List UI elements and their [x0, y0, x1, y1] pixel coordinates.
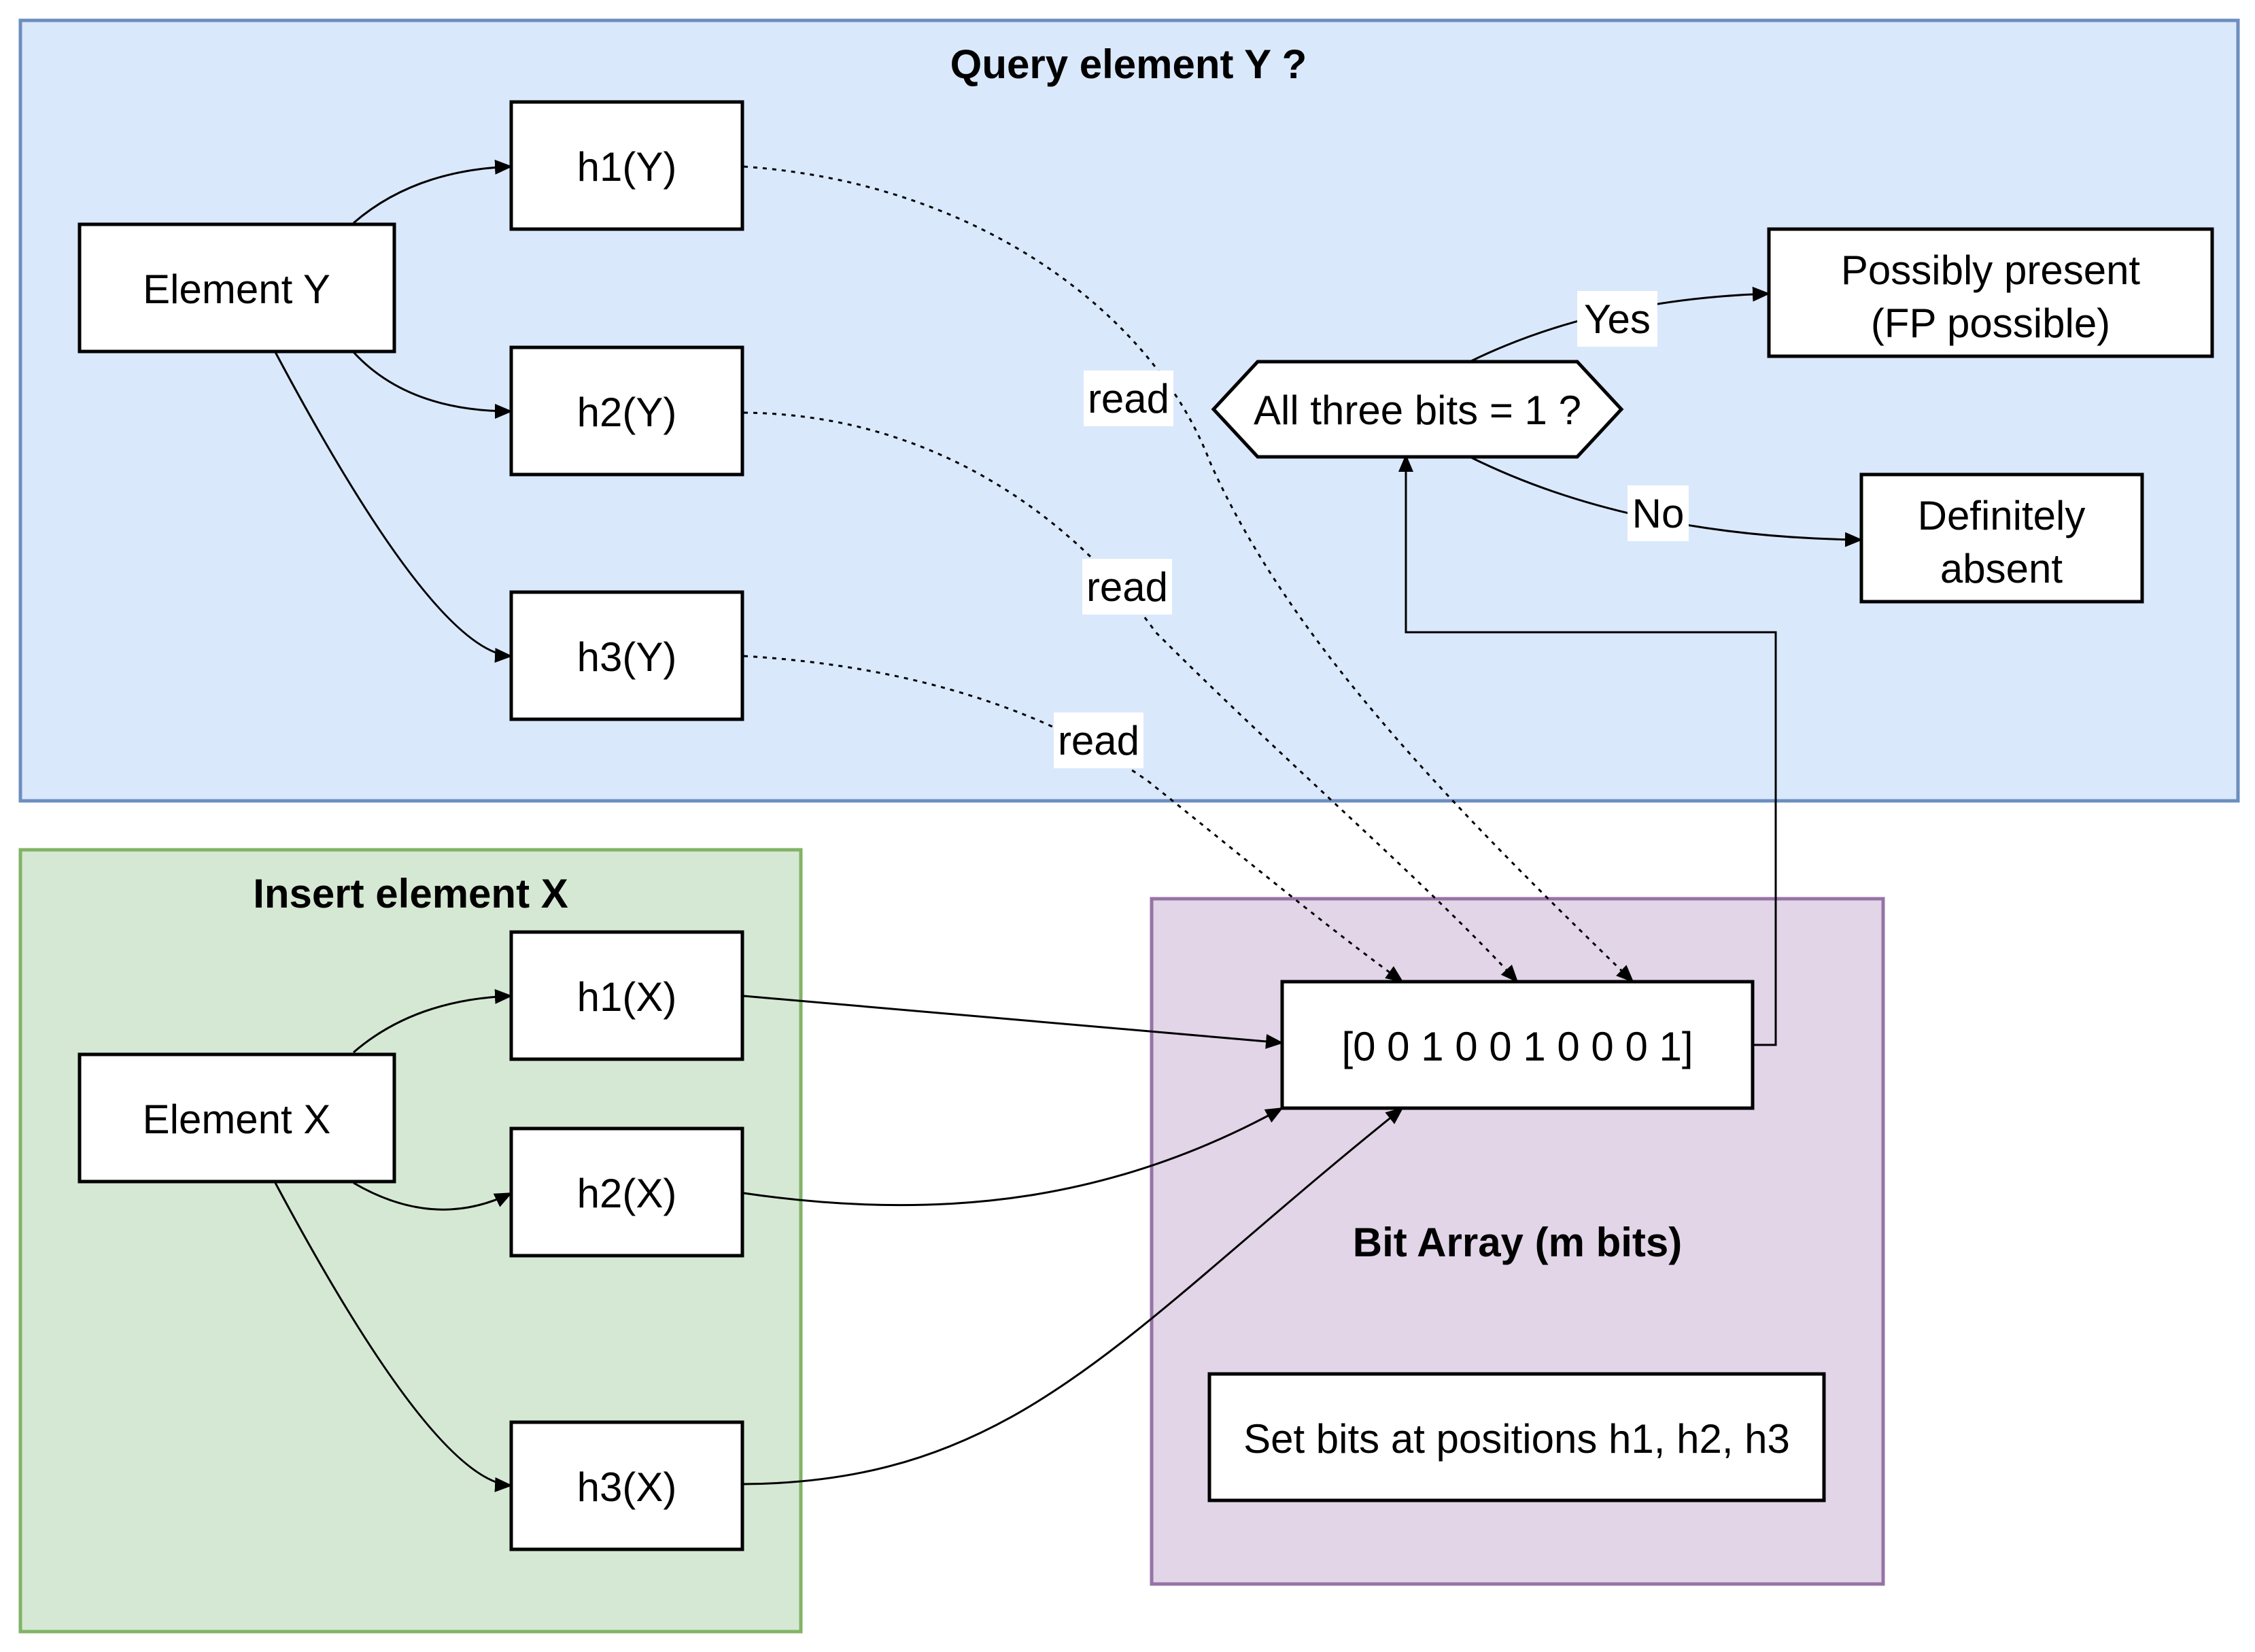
svg-text:Yes: Yes: [1584, 296, 1651, 342]
edge-element-x-to-h2-x: [353, 1182, 513, 1211]
edge-element-y-to-h1-y: [353, 159, 513, 224]
edge-h2-y-read: [743, 411, 1519, 983]
element-y-node: Element Y: [78, 222, 396, 354]
edge-element-x-to-h3-x: [274, 1182, 513, 1492]
h3-y-node: h3(Y): [509, 590, 744, 721]
query-edges: [274, 159, 513, 663]
svg-text:read: read: [1058, 718, 1139, 763]
edge-label-no: No: [1628, 485, 1689, 541]
edge-label-yes: Yes: [1577, 291, 1657, 347]
svg-text:[0 0 1 0 0 1 0 0 0 1]: [0 0 1 0 0 1 0 0 0 1]: [1341, 1024, 1693, 1069]
h1-x-node: h1(X): [509, 930, 744, 1061]
set-bits-node: Set bits at positions h1, h2, h3: [1207, 1372, 1826, 1502]
svg-text:Element Y: Element Y: [143, 266, 330, 312]
svg-text:absent: absent: [1940, 546, 2063, 591]
svg-text:read: read: [1086, 564, 1168, 610]
svg-text:h3(Y): h3(Y): [577, 634, 677, 680]
insert-group-title: Insert element X: [253, 871, 568, 916]
svg-text:(FP possible): (FP possible): [1871, 300, 2110, 346]
svg-text:Definitely: Definitely: [1918, 493, 2086, 538]
definitely-absent-node: Definitely absent: [1859, 472, 2144, 604]
bit-array-group-title: Bit Array (m bits): [1353, 1220, 1683, 1265]
svg-text:All three bits = 1 ?: All three bits = 1 ?: [1254, 388, 1581, 433]
edge-element-y-to-h3-y: [274, 351, 513, 663]
h3-x-node: h3(X): [509, 1420, 744, 1551]
h2-x-node: h2(X): [509, 1126, 744, 1258]
edge-element-x-to-h1-x: [353, 988, 513, 1054]
edge-element-y-to-h2-y: [352, 351, 513, 419]
svg-text:read: read: [1088, 376, 1169, 421]
svg-text:h2(X): h2(X): [577, 1171, 677, 1216]
query-group-title: Query element Y ?: [950, 41, 1307, 87]
insert-edges: [274, 988, 1404, 1492]
svg-text:No: No: [1632, 491, 1685, 536]
h1-y-node: h1(Y): [509, 100, 744, 231]
svg-text:Possibly present: Possibly present: [1841, 247, 2141, 293]
svg-text:Element X: Element X: [143, 1097, 331, 1142]
edge-h2-x-to-bit-array: [743, 1107, 1284, 1207]
bit-array-node: [0 0 1 0 0 1 0 0 0 1]: [1280, 980, 1755, 1110]
edge-h3-y-read: [743, 655, 1404, 983]
h2-y-node: h2(Y): [509, 345, 744, 477]
edge-bit-array-to-decision: [1398, 454, 1777, 1046]
element-x-node: Element X: [78, 1052, 396, 1184]
svg-text:Set bits at positions h1, h2,: Set bits at positions h1, h2, h3: [1243, 1416, 1790, 1462]
possibly-present-node: Possibly present (FP possible): [1767, 227, 2214, 358]
edge-label-read-3: read: [1054, 712, 1143, 768]
edge-h1-y-read: [743, 165, 1634, 983]
decision-node: All three bits = 1 ?: [1211, 360, 1624, 459]
svg-text:h1(Y): h1(Y): [577, 144, 677, 190]
edge-label-read-2: read: [1082, 559, 1172, 615]
svg-text:h3(X): h3(X): [577, 1464, 677, 1510]
svg-text:h2(Y): h2(Y): [577, 390, 677, 435]
edge-h3-x-to-bit-array: [743, 1107, 1404, 1485]
edge-h1-x-to-bit-array: [743, 995, 1284, 1049]
edge-label-read-1: read: [1084, 371, 1173, 426]
read-edges: [743, 165, 1634, 983]
svg-text:h1(X): h1(X): [577, 974, 677, 1020]
